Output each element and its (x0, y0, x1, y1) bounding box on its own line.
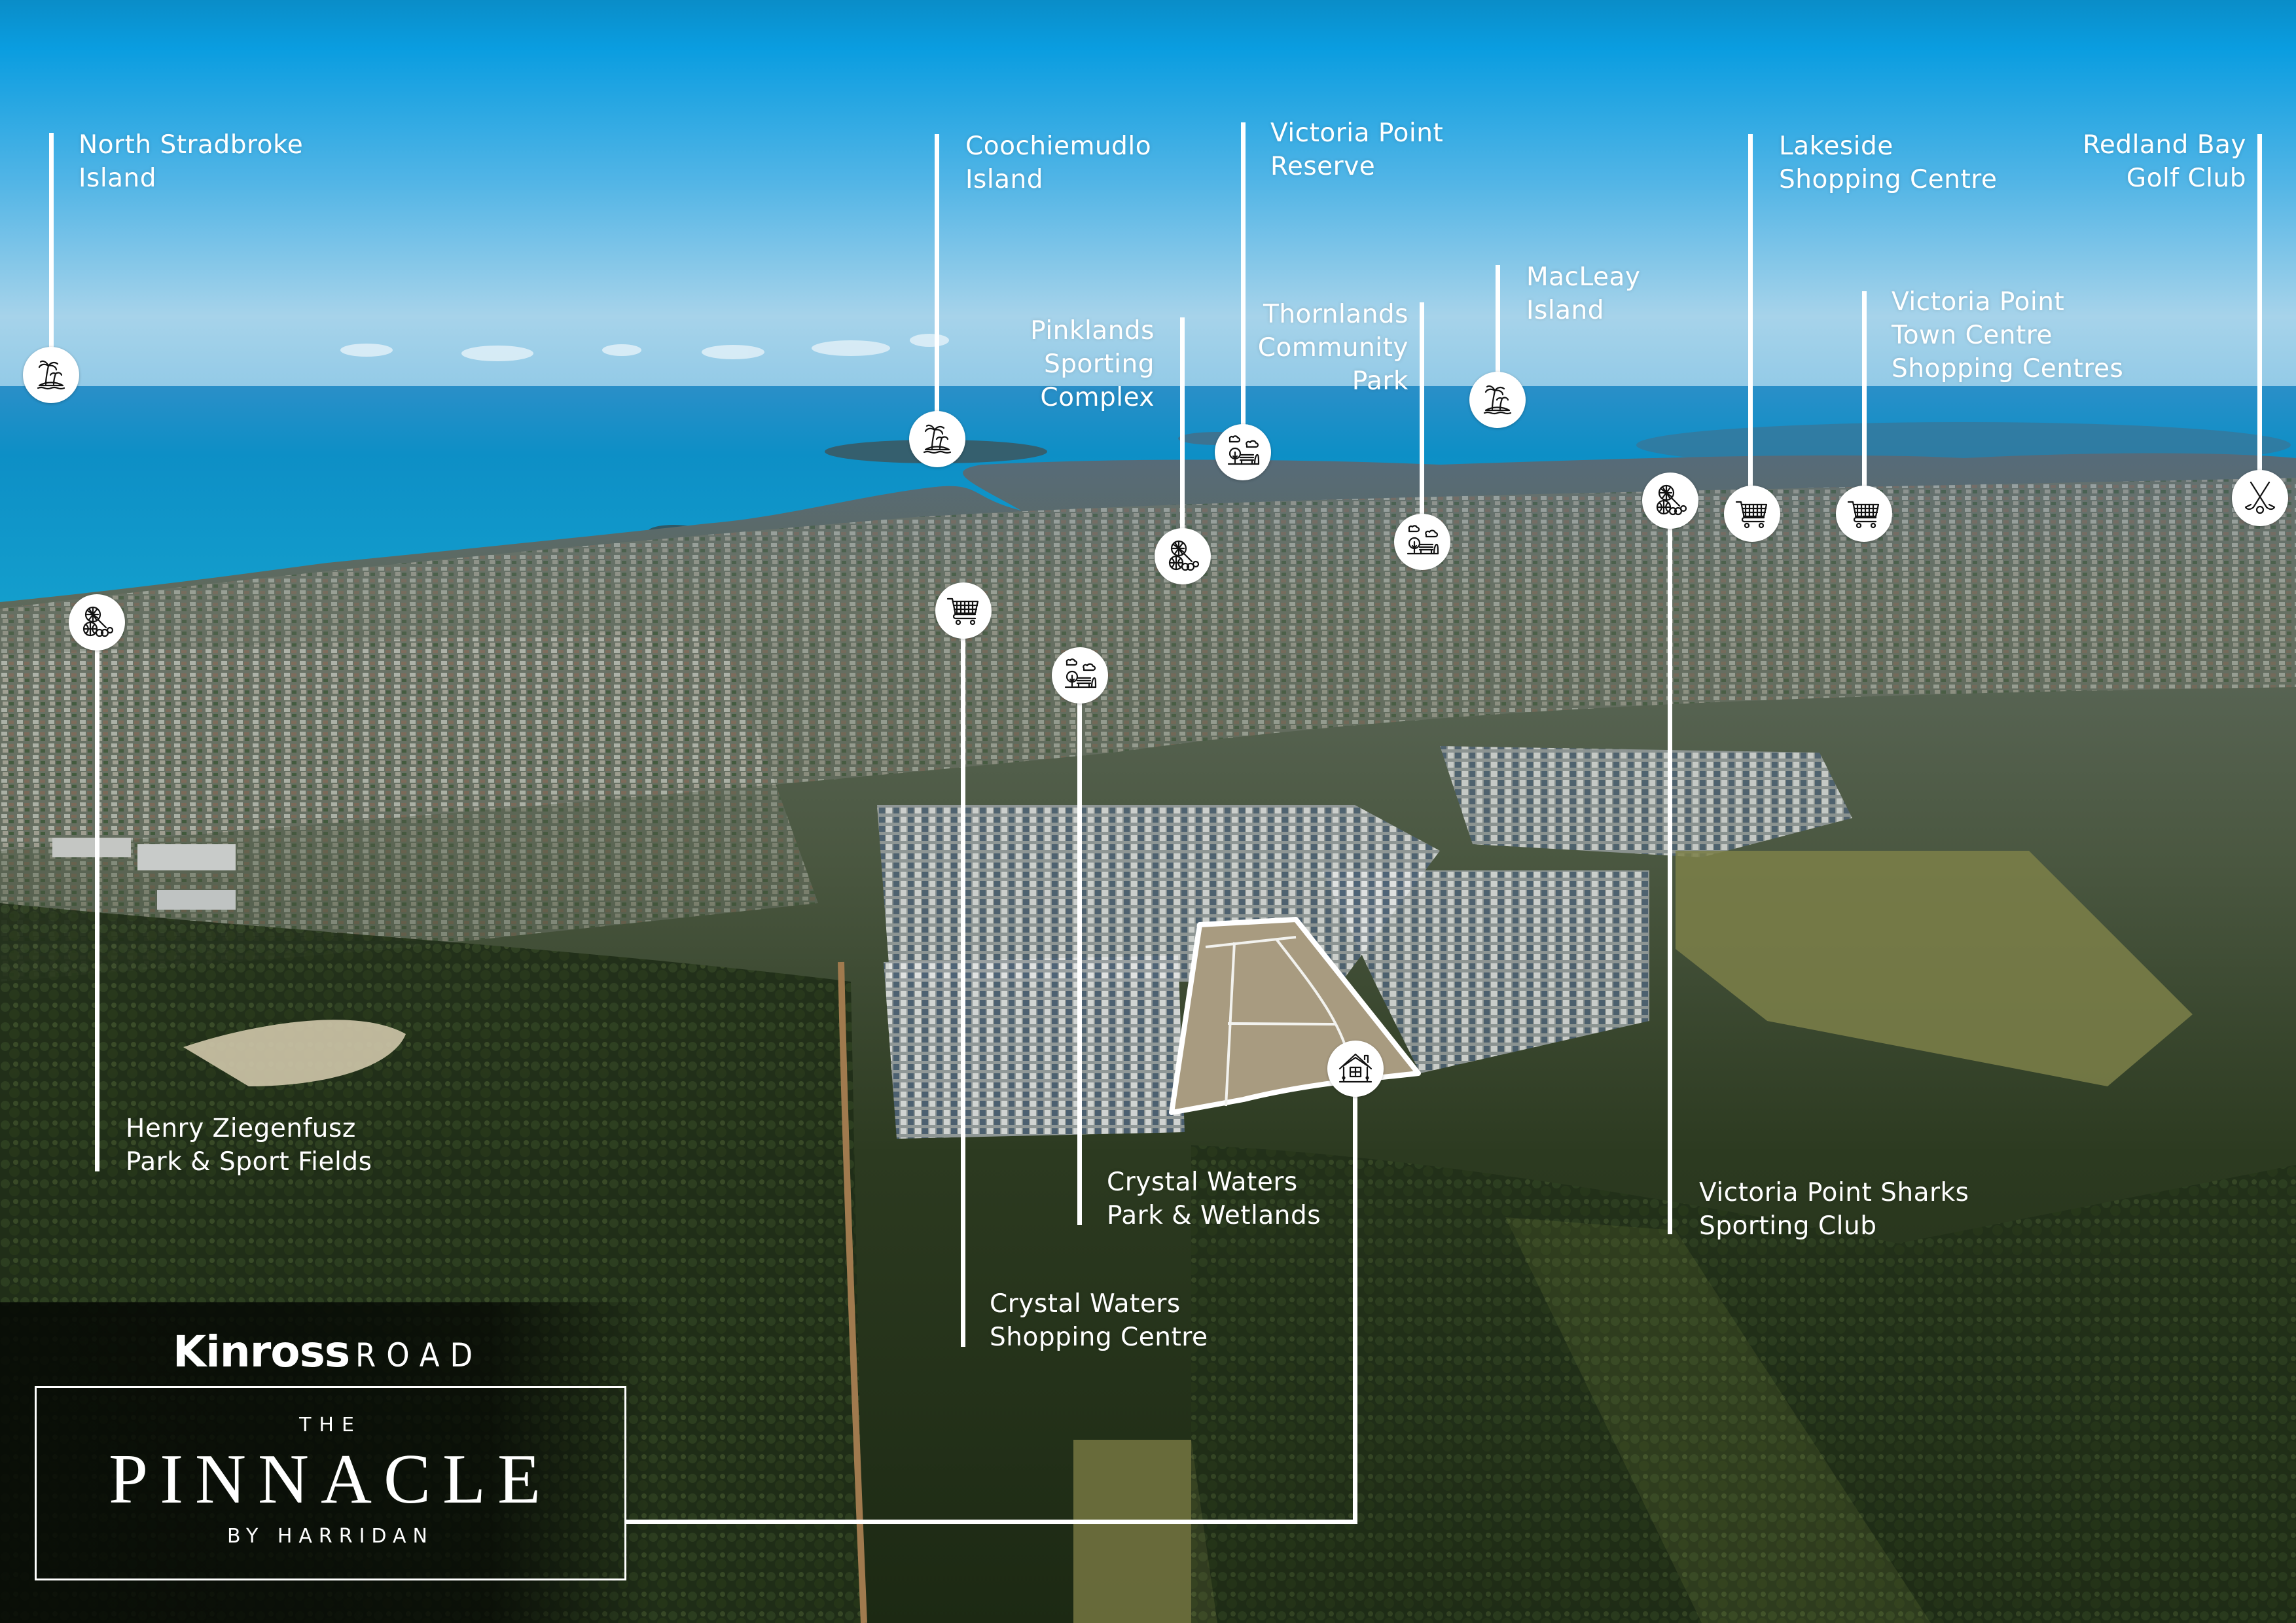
callout-line-henry-ziegenfusz (95, 622, 99, 1171)
label-henry-ziegenfusz: Henry Ziegenfusz Park & Sport Fields (126, 1114, 372, 1177)
callout-line-lakeside (1748, 134, 1753, 514)
pin-thornlands[interactable] (1394, 514, 1450, 570)
shopping-cart-icon (946, 597, 979, 626)
label-cw-shopping: Crystal Waters Shopping Centre (990, 1289, 1208, 1352)
label-vp-sharks: Victoria Point Sharks Sporting Club (1699, 1178, 1969, 1241)
brand-the: THE (299, 1414, 362, 1436)
brand-kinross: Kinross (173, 1327, 350, 1377)
golf-icon (2244, 481, 2276, 514)
brand-pinnacle: PINNACLE (109, 1440, 552, 1518)
pin-pinklands[interactable] (1155, 528, 1211, 584)
shopping-cart-icon (1735, 501, 1768, 529)
pin-henry-ziegenfusz[interactable] (69, 594, 125, 651)
callout-line-pinklands (1180, 317, 1185, 556)
pin-coochiemudlo[interactable] (909, 411, 965, 467)
callout-line-cw-shopping (961, 611, 965, 1347)
callout-line-redland-bay (2257, 134, 2262, 498)
pin-north-stradbroke[interactable] (23, 347, 79, 403)
house-icon (1338, 1053, 1372, 1083)
pin-cw-shopping[interactable] (935, 582, 992, 639)
label-vp-town-centre: Victoria Point Town Centre Shopping Cent… (1892, 287, 2124, 383)
label-cw-park: Crystal Waters Park & Wetlands (1107, 1168, 1321, 1230)
pin-vp-town-centre[interactable] (1836, 486, 1892, 542)
pin-redland-bay[interactable] (2232, 470, 2288, 526)
island-icon (923, 424, 952, 454)
brand-road: ROAD (355, 1336, 484, 1374)
island-icon (1483, 385, 1512, 415)
pin-macleay[interactable] (1469, 372, 1526, 428)
pin-victoria-point-reserve[interactable] (1215, 424, 1271, 480)
label-victoria-point-reserve: Victoria Point Reserve (1270, 118, 1444, 181)
pin-site-house[interactable] (1327, 1041, 1384, 1097)
label-macleay: MacLeay Island (1526, 262, 1641, 325)
brand-by-harridan: BY HARRIDAN (227, 1525, 434, 1548)
park-icon (1227, 435, 1260, 465)
callout-line-thornlands (1420, 302, 1424, 542)
park-icon (1407, 525, 1439, 555)
brand-frame (35, 1386, 626, 1580)
island-icon (37, 360, 65, 390)
callout-line-victoria-point-reserve (1241, 122, 1246, 452)
sports-icon (1168, 540, 1200, 571)
park-icon (1064, 658, 1097, 688)
label-coochiemudlo: Coochiemudlo Island (965, 132, 1152, 194)
label-redland-bay: Redland Bay Golf Club (2083, 130, 2246, 193)
callout-line-north-stradbroke (49, 133, 54, 375)
brand-backdrop (0, 1302, 655, 1623)
label-thornlands: Thornlands Community Park (1257, 300, 1408, 396)
callout-line-vp-town-centre (1862, 291, 1867, 514)
pin-vp-sharks[interactable] (1642, 473, 1698, 529)
callout-line-site-to-brand (625, 1520, 1357, 1524)
pin-cw-park[interactable] (1052, 647, 1108, 704)
label-lakeside: Lakeside Shopping Centre (1779, 132, 1998, 194)
label-pinklands: Pinklands Sporting Complex (1030, 316, 1155, 412)
callout-line-coochiemudlo (935, 134, 939, 439)
callout-line-site (1353, 1069, 1357, 1524)
pin-lakeside[interactable] (1724, 486, 1780, 542)
sports-icon (1656, 484, 1687, 516)
callout-line-macleay (1496, 265, 1500, 400)
shopping-cart-icon (1847, 501, 1880, 529)
label-north-stradbroke: North Stradbroke Island (79, 130, 304, 193)
callout-line-vp-sharks (1668, 501, 1672, 1234)
sports-icon (82, 606, 114, 637)
callout-line-cw-park (1077, 675, 1082, 1225)
